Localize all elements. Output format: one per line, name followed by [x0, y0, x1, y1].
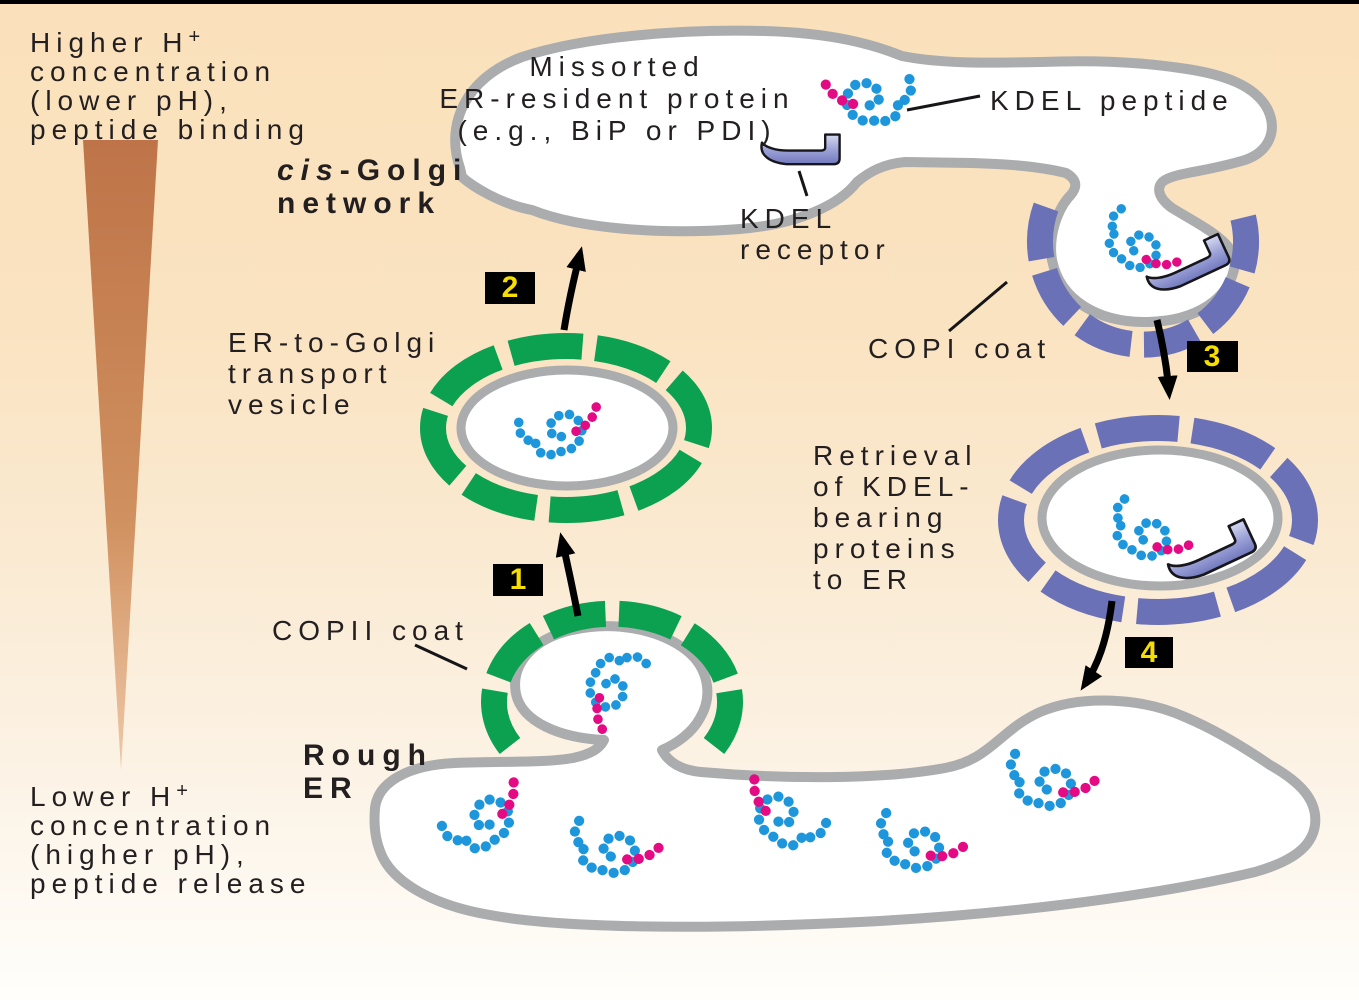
- top-border: [0, 0, 1359, 4]
- step3-arrow: [1153, 319, 1178, 400]
- label-lower-h-line2: concentration: [30, 810, 276, 841]
- copii-coat-arc: [481, 600, 743, 754]
- label-higher-h-line3: (lower pH),: [30, 85, 233, 116]
- step3-badge: 3: [1187, 340, 1238, 373]
- label-higher-h: Higher H+ concentration (lower pH), pept…: [30, 26, 310, 145]
- label-retrieval: Retrieval of KDEL- bearing proteins to E…: [813, 440, 977, 595]
- label-kdel-peptide: KDEL peptide: [990, 85, 1234, 116]
- cis-golgi-network-shape: [450, 25, 1277, 328]
- label-er-vesicle-line1: ER-to-Golgi: [228, 327, 440, 358]
- label-lower-h-line3: (higher pH),: [30, 839, 250, 870]
- label-kdel-receptor: KDEL receptor: [740, 203, 891, 265]
- label-rough-er: Rough ER: [303, 739, 433, 805]
- copi-vesicle-membrane: [1037, 445, 1283, 591]
- step1-number: 1: [510, 563, 527, 596]
- label-cis-golgi-line1: cis-Golgi: [277, 154, 468, 187]
- label-retrieval-line3: bearing: [813, 502, 948, 533]
- step2-arrow: [560, 246, 586, 331]
- step4-arrow: [1080, 600, 1116, 691]
- label-lower-h-line1: Lower H+: [30, 780, 194, 812]
- label-cis-golgi-network: cis-Golgi network: [277, 154, 468, 220]
- label-copii-coat: COPII coat: [272, 615, 469, 646]
- label-retrieval-line1: Retrieval: [813, 440, 977, 471]
- label-higher-h-line2: concentration: [30, 56, 276, 87]
- step3-number: 3: [1204, 340, 1221, 373]
- label-higher-h-line1: Higher H+: [30, 26, 206, 58]
- label-missorted-protein: Missorted ER-resident protein (e.g., BiP…: [439, 51, 794, 146]
- label-er-vesicle-line2: transport: [228, 358, 393, 389]
- label-lower-h-line4: peptide release: [30, 868, 311, 899]
- label-kdel-receptor-line1: KDEL: [740, 203, 837, 234]
- ph-gradient-triangle: [83, 140, 158, 770]
- label-missorted-line2: ER-resident protein: [439, 83, 794, 114]
- label-cis-golgi-line2: network: [277, 187, 441, 220]
- kdel-peptide-pointer-line: [906, 94, 981, 112]
- step4-badge: 4: [1125, 636, 1173, 669]
- label-retrieval-line5: to ER: [813, 564, 913, 595]
- label-lower-h: Lower H+ concentration (higher pH), pept…: [30, 780, 311, 899]
- label-higher-h-line4: peptide binding: [30, 114, 310, 145]
- step2-badge: 2: [485, 271, 535, 304]
- step1-badge: 1: [493, 563, 543, 596]
- copi-coat-arc: [1027, 202, 1259, 358]
- label-missorted-line3: (e.g., BiP or PDI): [457, 115, 776, 146]
- step1-arrow: [555, 532, 582, 617]
- kdel-receptor-pointer-line: [797, 170, 809, 197]
- step2-number: 2: [502, 271, 519, 304]
- label-missorted-line1: Missorted: [529, 51, 704, 82]
- copii-coat-pointer-line: [414, 643, 468, 671]
- label-kdel-receptor-line2: receptor: [740, 234, 891, 265]
- label-rough-er-line2: ER: [303, 772, 359, 805]
- label-er-vesicle-line3: vesicle: [228, 389, 356, 420]
- copii-coat-ring: [420, 333, 712, 523]
- copi-vesicle-coat-ring: [998, 415, 1318, 625]
- label-rough-er-line1: Rough: [303, 739, 433, 772]
- step4-number: 4: [1141, 636, 1158, 669]
- label-retrieval-line2: of KDEL-: [813, 471, 975, 502]
- label-copi-coat: COPI coat: [868, 333, 1051, 364]
- copi-coat-pointer-line: [948, 280, 1008, 333]
- label-er-to-golgi-vesicle: ER-to-Golgi transport vesicle: [228, 327, 440, 420]
- label-retrieval-line4: proteins: [813, 533, 961, 564]
- transport-vesicle-membrane: [456, 365, 678, 491]
